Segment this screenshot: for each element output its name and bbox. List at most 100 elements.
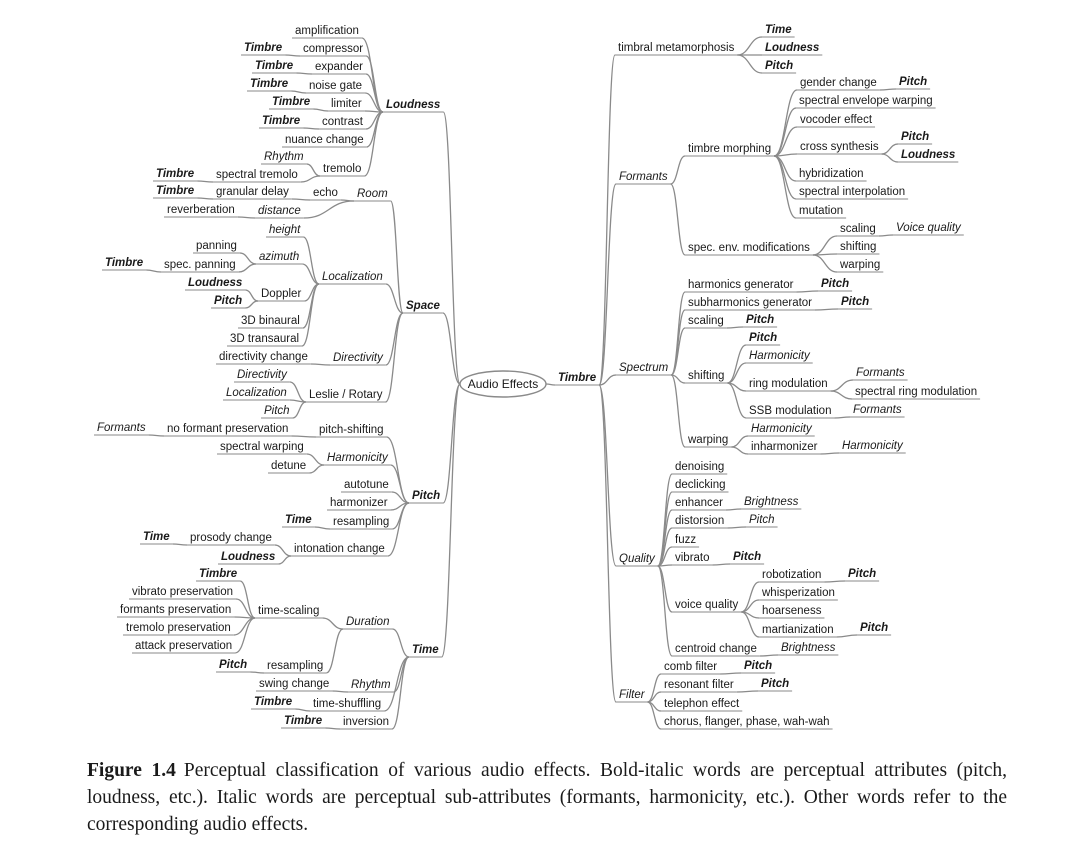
right-branch-timbre-quality-vibrato-tag-link <box>712 563 731 566</box>
right-branch-timbre-formants-timbre-morphing-mutation-label: mutation <box>799 205 843 217</box>
left-branch-pitch-harmonizer-label: harmonizer <box>330 497 388 509</box>
left-branch-space-room-link-1 <box>303 200 355 219</box>
right-branch-timbre-formants-timbre-morphing-cross-synthesis-label: cross synthesis <box>800 141 879 153</box>
right-branch-timbre-link-1 <box>598 183 617 386</box>
left-branch-loudness-noise-gate-label: noise gate <box>309 80 362 92</box>
left-branch-space-localization-azimuth-label: azimuth <box>259 251 299 263</box>
left-branch-loudness-compressor-tag-timbre-label: Timbre <box>244 42 283 54</box>
left-branch-loudness-label: Loudness <box>386 99 440 111</box>
right-branch-timbre-spectrum-shifting-ssb-modulation-label: SSB modulation <box>749 405 831 417</box>
left-branch-time-link-0 <box>392 628 410 658</box>
right-branch-timbre-label: Timbre <box>558 372 597 384</box>
right-branch-timbre-quality-centroid-change-label: centroid change <box>675 643 757 655</box>
right-branch-timbre-filter-link-3 <box>647 701 662 730</box>
left-branch-loudness-tremolo-label: tremolo <box>323 163 361 175</box>
left-branch-pitch-intonation-change-loudness-label: Loudness <box>221 551 275 563</box>
right-branch-timbre-filter-resonant-filter-tag-pitch-label: Pitch <box>761 678 789 690</box>
left-branch-loudness-contrast-tag-link <box>303 127 320 130</box>
left-branch-space-room-label: Room <box>357 188 388 200</box>
left-branch-pitch-pitch-shifting-no-formant-preservation-tag-formants-label: Formants <box>97 422 146 434</box>
right-branch-timbre-spectrum-link-4 <box>670 374 686 448</box>
right-branch-timbre-quality-enhancer-tag-link <box>725 508 742 511</box>
right-branch-timbre-spectrum-shifting-ring-modulation-formants-label: Formants <box>856 367 905 379</box>
right-branch-timbre-formants-timbre-morphing-vocoder-effect-label: vocoder effect <box>800 114 873 126</box>
right-branch-timbre-filter-resonant-filter-tag-link <box>736 690 759 693</box>
left-branch-space-leslie-rotary-link-2 <box>292 401 307 419</box>
left-branch-space-localization-height-label: height <box>269 224 301 236</box>
left-branch-loudness-tremolo-spectral-tremolo-tag-link <box>197 180 214 183</box>
left-branch-pitch-resampling-tag-time-label: Time <box>285 514 312 526</box>
root-link-left-2 <box>442 383 461 504</box>
left-branch-space-localization-link-4 <box>301 283 320 347</box>
right-branch-timbre-spectrum-shifting-link-1 <box>727 362 747 384</box>
right-branch-timbre-quality-vibrato-label: vibrato <box>675 552 710 564</box>
right-branch-timbre-spectrum-shifting-ssb-modulation-tag-formants-label: Formants <box>853 404 902 416</box>
right-branch-timbre-formants-timbre-morphing-cross-synthesis-loudness-label: Loudness <box>901 149 955 161</box>
right-branch-timbre-formants-timbre-morphing-link-1 <box>773 107 797 157</box>
left-branch-pitch-pitch-shifting-link-0 <box>291 435 317 438</box>
right-branch-timbre-spectrum-subharmonics-generator-tag-pitch-label: Pitch <box>841 296 869 308</box>
root-link-left-1 <box>442 312 461 385</box>
right-branch-timbre-spectrum-link-2 <box>670 327 686 376</box>
right-branch-timbre-filter-comb-filter-tag-pitch-label: Pitch <box>744 660 772 672</box>
left-branch-time-duration-time-scaling-link-4 <box>234 617 256 654</box>
left-branch-time-inversion-label: inversion <box>343 716 389 728</box>
right-branch-timbre-spectrum-link-1 <box>670 309 686 376</box>
right-branch-timbre-quality-denoising-label: denoising <box>675 461 724 473</box>
left-branch-loudness-link-6 <box>366 111 384 148</box>
right-branch-timbre-quality-distorsion-label: distorsion <box>675 515 724 527</box>
left-branch-loudness-noise-gate-tag-link <box>291 90 307 94</box>
right-branch-timbre-spectrum-harmonics-generator-tag-link <box>796 290 819 293</box>
left-branch-space-localization-azimuth-link-1 <box>238 263 257 273</box>
left-branch-space-localization-3d-binaural-label: 3D binaural <box>241 315 300 327</box>
right-branch-timbre-formants-spec-env-modifications-link-0 <box>812 235 838 256</box>
right-branch-timbre-spectrum-shifting-pitch-label: Pitch <box>749 332 777 344</box>
right-branch-timbre-formants-timbre-morphing-link-6 <box>773 155 797 219</box>
left-branch-space-link-0 <box>390 200 404 314</box>
left-branch-space-leslie-rotary-label: Leslie / Rotary <box>309 389 383 401</box>
left-branch-space-leslie-rotary-directivity-label: Directivity <box>237 369 288 381</box>
right-branch-timbre-formants-timbre-morphing-spectral-interpolation-label: spectral interpolation <box>799 186 905 198</box>
left-branch-space-localization-3d-transaural-label: 3D transaural <box>230 333 299 345</box>
left-branch-time-inversion-tag-link <box>325 727 341 730</box>
right-branch-timbre-quality-label: Quality <box>619 553 656 565</box>
right-branch-timbre-quality-voice-quality-martianization-label: martianization <box>762 624 834 636</box>
left-branch-pitch-harmonicity-link-0 <box>306 453 325 466</box>
root-node-outline <box>459 370 547 398</box>
left-branch-time-link-2 <box>383 656 410 712</box>
left-branch-pitch-link-4 <box>392 502 410 530</box>
right-branch-timbre-timbral-metamorphosis-link-0 <box>737 36 763 56</box>
figure-caption-label: Figure 1.4 <box>87 760 176 781</box>
right-branch-timbre-spectrum-subharmonics-generator-tag-link <box>815 308 839 311</box>
left-branch-loudness-compressor-tag-link <box>285 54 301 57</box>
right-branch-timbre-timbral-metamorphosis-label: timbral metamorphosis <box>618 42 735 54</box>
left-branch-loudness-link-2 <box>365 73 384 113</box>
left-branch-space-localization-azimuth-spec-panning-tag-link <box>146 269 162 273</box>
left-branch-space-link-3 <box>384 312 404 403</box>
right-branch-timbre-quality-voice-quality-martianization-tag-pitch-label: Pitch <box>860 622 888 634</box>
left-branch-space-label: Space <box>406 300 440 312</box>
left-branch-time-time-shuffling-tag-timbre-label: Timbre <box>254 696 293 708</box>
right-branch-timbre-quality-voice-quality-robotization-tag-pitch-label: Pitch <box>848 568 876 580</box>
right-branch-timbre-formants-timbre-morphing-hybridization-label: hybridization <box>799 168 864 180</box>
right-branch-timbre-spectrum-label: Spectrum <box>619 362 669 374</box>
right-branch-timbre-spectrum-warping-label: warping <box>687 434 728 446</box>
right-branch-timbre-filter-comb-filter-tag-link <box>720 672 742 675</box>
right-branch-timbre-quality-centroid-change-tag-brightness-label: Brightness <box>781 642 836 654</box>
left-branch-pitch-autotune-label: autotune <box>344 479 389 491</box>
right-branch-timbre-spectrum-shifting-ssb-modulation-tag-link <box>834 416 851 419</box>
left-branch-space-localization-doppler-label: Doppler <box>261 288 301 300</box>
left-branch-space-directivity-label: Directivity <box>333 352 384 364</box>
right-branch-timbre-quality-fuzz-label: fuzz <box>675 534 696 546</box>
right-branch-timbre-filter-comb-filter-label: comb filter <box>664 661 717 673</box>
left-branch-time-rhythm-link-0 <box>332 690 349 693</box>
right-branch-timbre-quality-vibrato-tag-pitch-label: Pitch <box>733 551 761 563</box>
left-branch-space-localization-azimuth-spec-panning-label: spec. panning <box>164 259 236 271</box>
left-branch-space-localization-link-3 <box>302 283 320 329</box>
right-branch-timbre-spectrum-scaling-tag-pitch-label: Pitch <box>746 314 774 326</box>
left-branch-space-room-distance-reverberation-label: reverberation <box>167 204 235 216</box>
left-branch-space-localization-azimuth-spec-panning-tag-timbre-label: Timbre <box>105 257 144 269</box>
left-branch-space-localization-link-0 <box>302 236 320 285</box>
right-branch-timbre-formants-timbre-morphing-gender-change-tag-pitch-label: Pitch <box>899 76 927 88</box>
left-branch-time-time-shuffling-label: time-shuffling <box>313 698 381 710</box>
